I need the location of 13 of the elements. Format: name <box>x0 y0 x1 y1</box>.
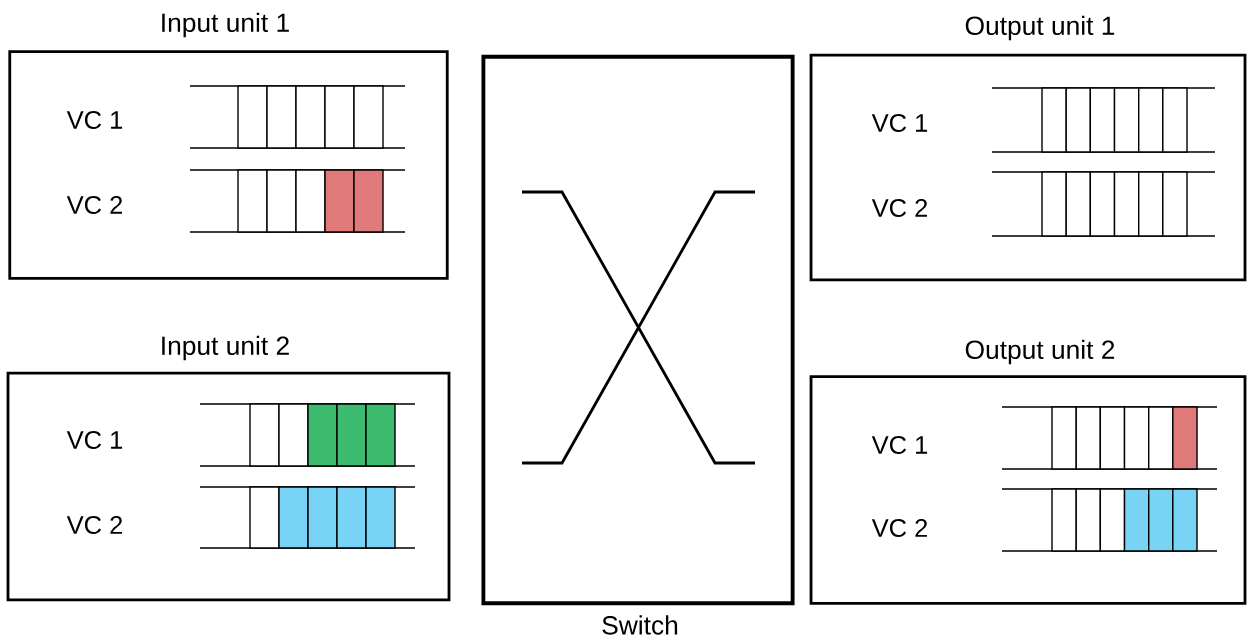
unit-title: Switch <box>602 615 678 635</box>
unit-title: Output unit 1 <box>965 15 1115 41</box>
vc-label: VC 1 <box>871 436 928 454</box>
vc-label: VC 2 <box>66 195 122 214</box>
vc-label: VC 2 <box>871 198 928 217</box>
vc-label: VC 1 <box>66 110 123 129</box>
vc-label: VC 2 <box>66 516 122 534</box>
unit-title: Output unit 2 <box>965 339 1115 365</box>
vc-label: VC 2 <box>871 519 928 537</box>
vc-label: VC 1 <box>871 113 928 132</box>
unit-title: Input unit 2 <box>162 335 289 361</box>
unit-title: Input unit 1 <box>162 12 289 38</box>
vc-label: VC 1 <box>66 430 123 449</box>
